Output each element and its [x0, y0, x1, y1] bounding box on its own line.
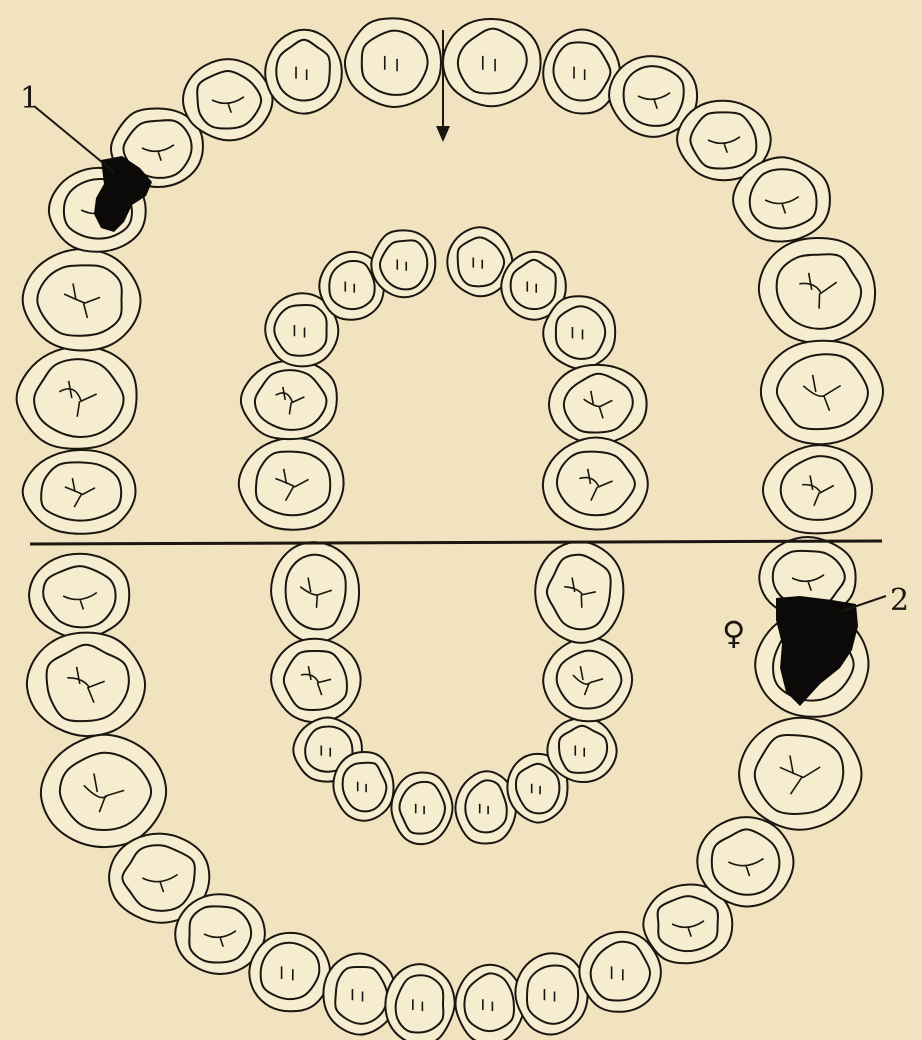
deciduous-tooth-9	[549, 365, 647, 444]
permanent-tooth-24	[385, 964, 454, 1040]
occlusal-plane-line	[30, 541, 882, 544]
permanent-tooth-18	[27, 633, 145, 737]
permanent-tooth-17	[29, 554, 129, 639]
deciduous-tooth-15	[391, 773, 452, 845]
marker-label-2: 2	[890, 583, 909, 618]
permanent-tooth-22	[249, 933, 330, 1011]
female-symbol-icon: ♀	[722, 614, 745, 652]
deciduous-tooth-1	[239, 438, 344, 530]
permanent-tooth-16	[763, 445, 872, 533]
permanent-tooth-2	[17, 347, 137, 449]
permanent-tooth-23	[323, 953, 395, 1034]
deciduous-tooth-14	[333, 752, 393, 821]
marker-label-1: 1	[20, 81, 39, 116]
permanent-tooth-14	[759, 238, 875, 343]
permanent-tooth-6	[183, 59, 273, 140]
permanent-tooth-26	[515, 953, 587, 1034]
permanent-tooth-3	[23, 249, 141, 350]
permanent-tooth-8	[345, 18, 441, 107]
deciduous-tooth-5	[371, 230, 435, 297]
deciduous-tooth-10	[543, 438, 648, 530]
permanent-tooth-1	[23, 450, 136, 534]
permanent-tooth-10	[543, 30, 620, 114]
deciduous-tooth-12	[271, 639, 361, 722]
deciduous-tooth-8	[543, 296, 615, 369]
deciduous-teeth-group	[239, 227, 648, 844]
deciduous-tooth-11	[271, 542, 359, 643]
deciduous-tooth-20	[535, 542, 623, 643]
permanent-teeth-group	[17, 18, 883, 1040]
permanent-tooth-9	[443, 19, 541, 106]
permanent-tooth-19	[41, 735, 166, 847]
permanent-tooth-25	[455, 965, 524, 1040]
deciduous-tooth-2	[241, 361, 337, 440]
permanent-tooth-7	[265, 30, 342, 114]
deciduous-tooth-19	[543, 637, 632, 721]
leader-line-1	[34, 106, 114, 172]
permanent-tooth-15	[761, 341, 883, 444]
permanent-tooth-27	[579, 932, 661, 1012]
deciduous-tooth-18	[547, 718, 616, 782]
permanent-tooth-30	[739, 718, 861, 830]
permanent-tooth-29	[697, 817, 793, 906]
